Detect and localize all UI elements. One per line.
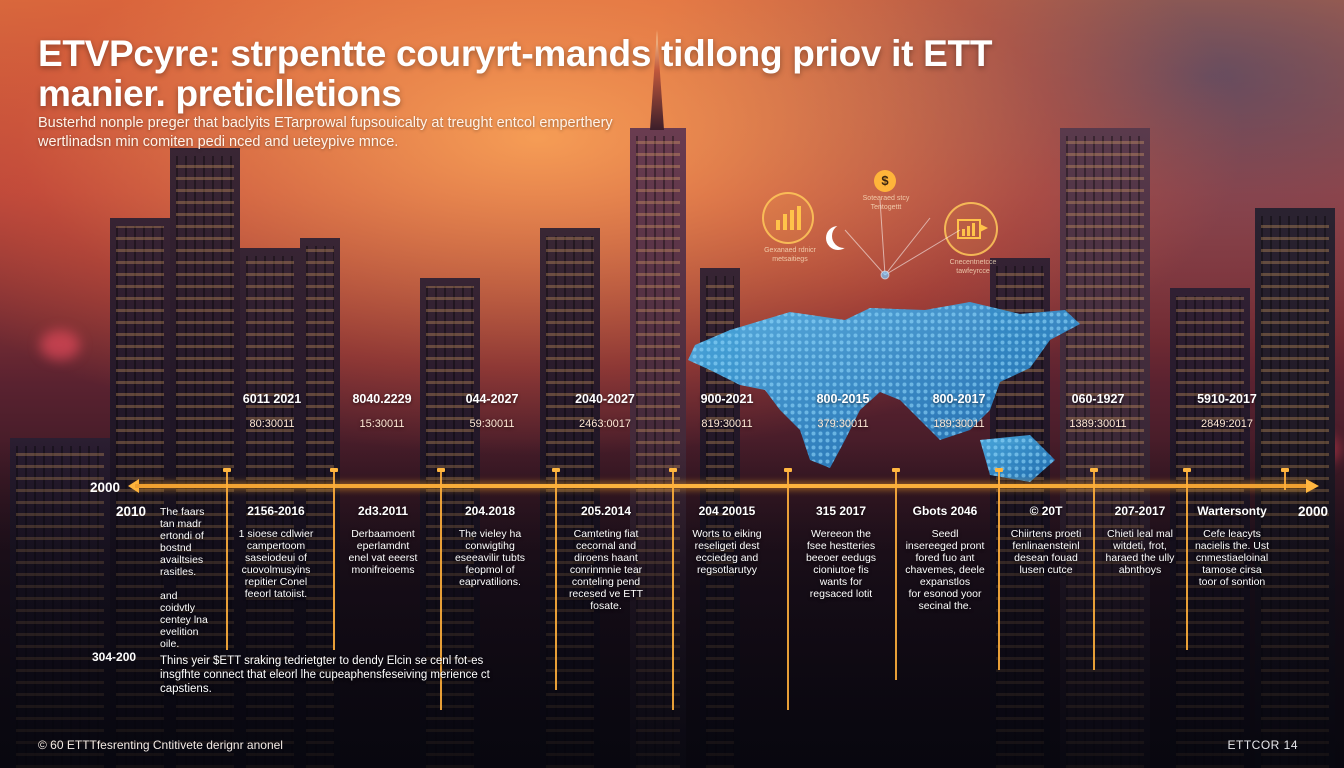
timeline-tick: [784, 468, 792, 710]
timeline-entry: © 20T Chiirtens proeti fenlinaensteinl d…: [994, 504, 1098, 576]
hud-caption: Cnecentnetcce tawfeyrcce: [949, 259, 997, 275]
timeline-tick: [437, 468, 445, 710]
hud-caption: Sotearaed stcy Tentogettt: [862, 195, 910, 211]
timeline-entry: 315 2017 Wereeon the fsee hestteries bee…: [789, 504, 893, 600]
period-label: 2040-2027 2463:0017: [550, 392, 660, 430]
period-code: 59:30011: [469, 418, 515, 430]
timeline-entry: Wartersonty Cefe leacyts nacielis the. U…: [1180, 504, 1284, 588]
growth-chart-glyph: [957, 219, 988, 239]
coin-icon: $: [874, 170, 896, 192]
period-label: 044-2027 59:30011: [437, 392, 547, 430]
period-label: 900-2021 819:30011: [672, 392, 782, 430]
entry-body: 1 sioese cdlwier campertoom saseiodeui o…: [238, 528, 314, 600]
timeline-arrow-right: [1306, 479, 1319, 493]
connector-lines: [844, 199, 961, 280]
entry-heading: 315 2017: [815, 504, 867, 518]
axis-end-label: 2000: [1298, 504, 1329, 519]
period-range: 5910-2017: [1197, 392, 1257, 406]
period-label: 060-1927 1389:30011: [1043, 392, 1153, 430]
timeline-tick: [552, 468, 560, 690]
timeline-tick: [330, 468, 338, 650]
bar-chart-icon: [762, 192, 814, 244]
entry-heading: © 20T: [1029, 504, 1063, 518]
entry-heading: 204 20015: [698, 504, 756, 518]
entry-body: Camteting fiat cecornal and diroens haan…: [568, 528, 644, 612]
entry-body: The vieley ha conwigtihg eseeavilir tubt…: [454, 528, 526, 588]
lower-year-label: 304-200: [92, 650, 137, 664]
period-range: 060-1927: [1071, 392, 1125, 406]
period-range: 900-2021: [700, 392, 754, 406]
period-label: 8040.2229 15:30011: [327, 392, 437, 430]
period-code: 80:30011: [249, 418, 295, 430]
entry-body: Worts to eiking reseligeti dest ecciedeg…: [692, 528, 762, 576]
timeline-entry: 204.2018 The vieley ha conwigtihg eseeav…: [438, 504, 542, 588]
entry-body: Seedl insereeged pront fored fuo ant cha…: [905, 528, 985, 612]
period-code: 379:30011: [817, 418, 869, 430]
period-range: 8040.2229: [352, 392, 412, 406]
timeline-footnote: Thins yeir $ETT sraking tedrietgter to d…: [160, 655, 490, 695]
neon-glow: [40, 330, 80, 360]
timeline-intro-text: The faars tan madr ertondi of bostnd ava…: [160, 506, 208, 650]
growth-chart-icon: [944, 202, 998, 256]
footer-brand: ETTCOR 14: [1227, 738, 1298, 752]
period-code: 1389:30011: [1069, 418, 1127, 430]
timeline-tick: [223, 468, 231, 650]
page-subtitle: Busterhd nonple preger that baclyits ETa…: [38, 115, 613, 150]
timeline-tick: [1281, 468, 1289, 490]
period-code: 2463:0017: [579, 418, 631, 430]
timeline-tick: [669, 468, 677, 710]
period-label: 800-2017 189:30011: [904, 392, 1014, 430]
entry-heading: 207-2017: [1114, 504, 1166, 518]
axis-start-label: 2000: [90, 480, 121, 495]
axis-row-label: 2010: [116, 504, 147, 519]
timeline-axis: [135, 484, 1310, 488]
timeline-tick: [1183, 468, 1191, 650]
entry-body: Derbaamoent eperlamdnt enel vat eeerst m…: [348, 528, 418, 576]
period-label: 800-2015 379:30011: [788, 392, 898, 430]
period-range: 044-2027: [465, 392, 519, 406]
timeline-tick: [892, 468, 900, 680]
period-label: 5910-2017 2849:2017: [1172, 392, 1282, 430]
entry-body: Cefe leacyts nacielis the. Ust cnmestiae…: [1194, 528, 1270, 588]
entry-body: Chieti leal mal witdeti, frot, haraed th…: [1105, 528, 1175, 576]
timeline-entry: 2156-2016 1 sioese cdlwier campertoom sa…: [224, 504, 328, 600]
entry-heading: 2156-2016: [247, 504, 305, 518]
entry-heading: Wartersonty: [1197, 504, 1267, 518]
entry-heading: 204.2018: [464, 504, 516, 518]
period-range: 2040-2027: [575, 392, 635, 406]
timeline-arrow-left: [128, 479, 139, 493]
entry-body: Chiirtens proeti fenlinaensteinl desean …: [1010, 528, 1082, 576]
entry-heading: 2d3.2011: [357, 504, 409, 518]
timeline-entry: 205.2014 Camteting fiat cecornal and dir…: [554, 504, 658, 612]
period-code: 15:30011: [359, 418, 405, 430]
period-code: 189:30011: [933, 418, 985, 430]
timeline-tick: [995, 468, 1003, 670]
footer-credit: © 60 ETTTfesrenting Cntitivete derignr a…: [38, 738, 283, 752]
timeline-entry: 204 20015 Worts to eiking reseligeti des…: [675, 504, 779, 576]
timeline-entry: 2d3.2011 Derbaamoent eperlamdnt enel vat…: [331, 504, 435, 576]
period-code: 819:30011: [701, 418, 753, 430]
period-label: 6011 2021 80:30011: [217, 392, 327, 430]
timeline-entry: Gbots 2046 Seedl insereeged pront fored …: [893, 504, 997, 612]
period-range: 800-2017: [932, 392, 986, 406]
hud-caption: Gexanaed rdnicr metsaitiegs: [764, 247, 816, 263]
period-range: 800-2015: [816, 392, 870, 406]
bar-chart-glyph: [776, 206, 801, 230]
timeline-entry: 207-2017 Chieti leal mal witdeti, frot, …: [1088, 504, 1192, 576]
entry-body: Wereeon the fsee hestteries beeoer eedug…: [805, 528, 877, 600]
entry-heading: Gbots 2046: [912, 504, 978, 518]
period-range: 6011 2021: [242, 392, 302, 406]
period-code: 2849:2017: [1201, 418, 1253, 430]
timeline-tick: [1090, 468, 1098, 670]
page-title: ETVPcyre: strpentte couryrt-mands tidlon…: [38, 33, 993, 114]
entry-heading: 205.2014: [580, 504, 632, 518]
